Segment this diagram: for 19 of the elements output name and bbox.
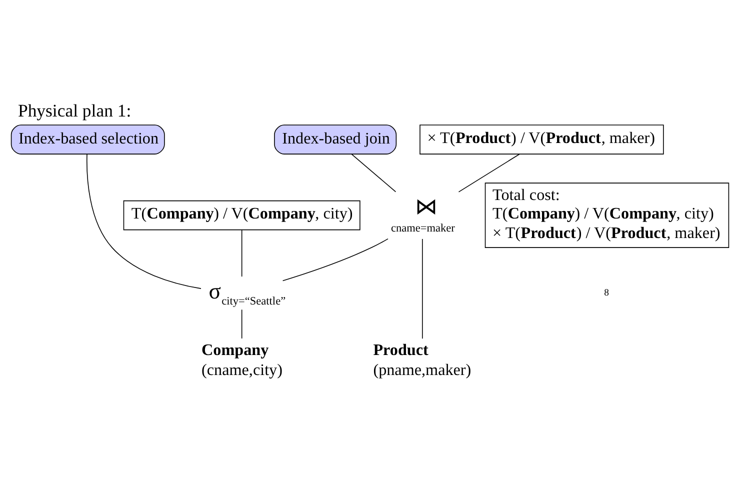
- connector: [351, 153, 396, 192]
- connector: [282, 238, 388, 281]
- connector: [86, 153, 202, 288]
- diagram-title: Physical plan 1:: [18, 100, 132, 120]
- node-text: Product (pname,maker): [373, 341, 472, 378]
- connector: [241, 229, 242, 276]
- node-text: σ$_{city=“Seattle”}$: [208, 278, 286, 307]
- connector: [422, 238, 423, 338]
- node-label: cname=maker: [390, 222, 455, 234]
- node-box: Index-based join: [274, 124, 397, 154]
- connector: [241, 308, 242, 338]
- connector: [458, 153, 520, 192]
- node-text: Company (cname,city): [202, 341, 282, 378]
- node-box: Total cost: T(Company) / V(Company, city) × T(Product) / V(Product, maker): [484, 182, 730, 248]
- node-box: Index-based selection: [10, 124, 165, 154]
- label: 8: [604, 287, 609, 298]
- node-box: T(Company) / V(Company, city): [123, 200, 360, 230]
- node-box: × T(Product) / V(Product, maker): [420, 124, 664, 154]
- node-text: ⋈: [415, 194, 438, 219]
